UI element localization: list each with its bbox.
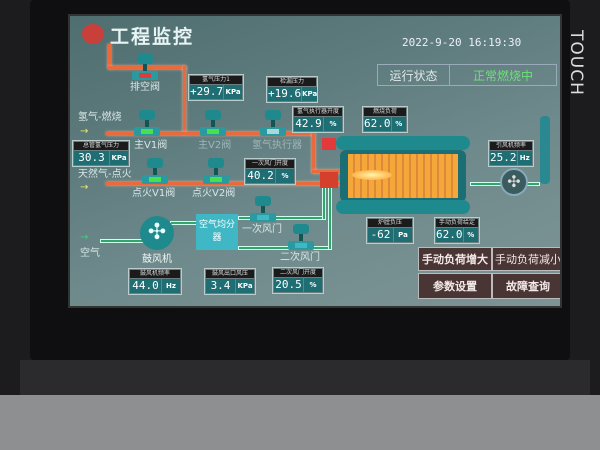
cabinet-panel (0, 395, 600, 450)
vent-valve[interactable] (132, 54, 158, 80)
manual-load-increase-button[interactable]: 手动负荷增大 (418, 247, 492, 271)
blower-label: 鼓风机 (142, 254, 172, 265)
monitor-frame (20, 360, 590, 400)
vent-pipe (108, 44, 111, 68)
air-pipe (322, 186, 326, 220)
burner (320, 172, 338, 188)
parameter-settings-button[interactable]: 参数设置 (418, 273, 492, 299)
status-label: 运行状态 (378, 65, 450, 85)
arrow-icon: → (80, 182, 89, 193)
status-value: 正常燃烧中 (472, 68, 533, 83)
main-v2-valve[interactable] (200, 110, 226, 136)
logo-icon (82, 24, 104, 44)
run-status: 运行状态 正常燃烧中 (377, 64, 557, 86)
valve-label: 排空阀 (130, 82, 160, 93)
ignitor-indicator (322, 138, 336, 150)
primary-air-damper[interactable] (250, 196, 276, 222)
vent-pipe (108, 66, 186, 69)
air-pipe (238, 246, 332, 250)
brand-label: TOUCH (566, 30, 586, 96)
id-fan-icon[interactable]: ✣ (500, 168, 528, 196)
valve-label: 氢气执行器 (252, 140, 302, 151)
air-pipe (170, 221, 198, 225)
ignition-v1-valve[interactable] (142, 158, 168, 184)
datetime: 2022-9-20 16:19:30 (402, 36, 522, 49)
arrow-icon: → (80, 126, 89, 137)
hydrogen-pipe (312, 132, 315, 172)
boiler (336, 136, 470, 216)
valve-label: 主V2阀 (198, 140, 232, 151)
valve-label: 一次风门 (242, 224, 282, 235)
hmi-screen: 工程监控 2022-9-20 16:19:30 运行状态 正常燃烧中 氢气-燃烧… (68, 14, 562, 308)
valve-label: 二次风门 (280, 252, 320, 263)
fault-query-button[interactable]: 故障查询 (492, 273, 560, 299)
main-v1-valve[interactable] (134, 110, 160, 136)
hydrogen-line-label: 氢气-燃烧 (78, 112, 122, 123)
vent-pipe (183, 66, 186, 134)
flame-icon (352, 170, 392, 180)
h2-actuator-valve[interactable] (260, 110, 286, 136)
valve-label: 点火V1阀 (132, 188, 176, 199)
hydrogen-pipe (312, 170, 342, 173)
secondary-air-damper[interactable] (288, 224, 314, 250)
chimney (540, 116, 550, 184)
air-line-label: 空气 (80, 248, 100, 259)
gas-line-label: 天然气-点火 (78, 169, 132, 180)
ignition-v2-valve[interactable] (203, 158, 229, 184)
arrow-icon: → (80, 232, 89, 243)
valve-label: 点火V2阀 (192, 188, 236, 199)
valve-label: 主V1阀 (134, 140, 168, 151)
manual-load-decrease-button[interactable]: 手动负荷减小 (492, 247, 560, 271)
air-mixer: 空气均分器 (196, 214, 238, 250)
blower-fan-icon[interactable]: ✣ (140, 216, 174, 250)
page-title: 工程监控 (110, 26, 195, 48)
air-pipe (328, 184, 332, 250)
